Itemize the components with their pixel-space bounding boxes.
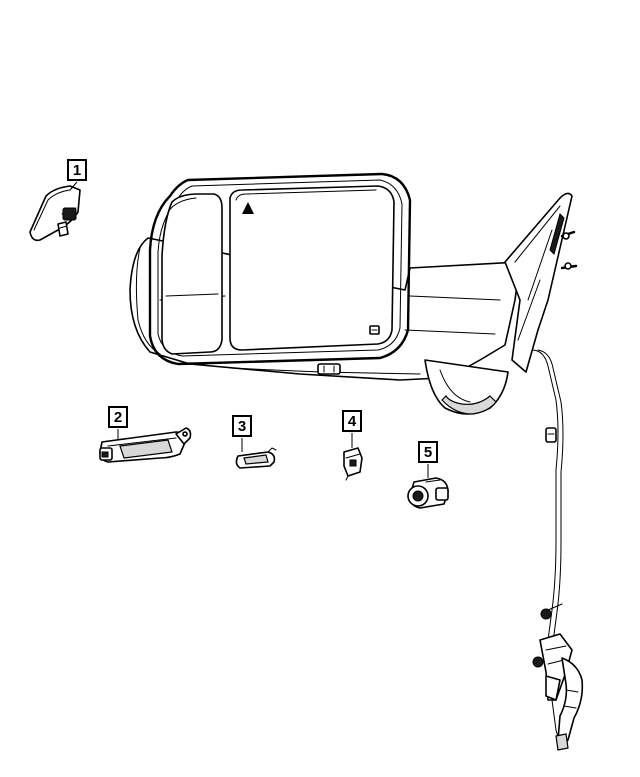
callout-3: 3: [232, 415, 252, 437]
callout-2: 2: [108, 406, 128, 428]
part-5-camera: [407, 464, 449, 509]
wiring-harness: [531, 349, 584, 751]
mirror-assembly: [129, 172, 578, 415]
part-2-lamp: [99, 427, 192, 463]
callout-1: 1: [67, 159, 87, 181]
part-4-connector: [343, 433, 363, 481]
callout-5: 5: [418, 441, 438, 463]
part-1-signal-lamp: [29, 181, 81, 242]
part-3-lamp: [235, 438, 277, 469]
callout-4: 4: [342, 410, 362, 432]
